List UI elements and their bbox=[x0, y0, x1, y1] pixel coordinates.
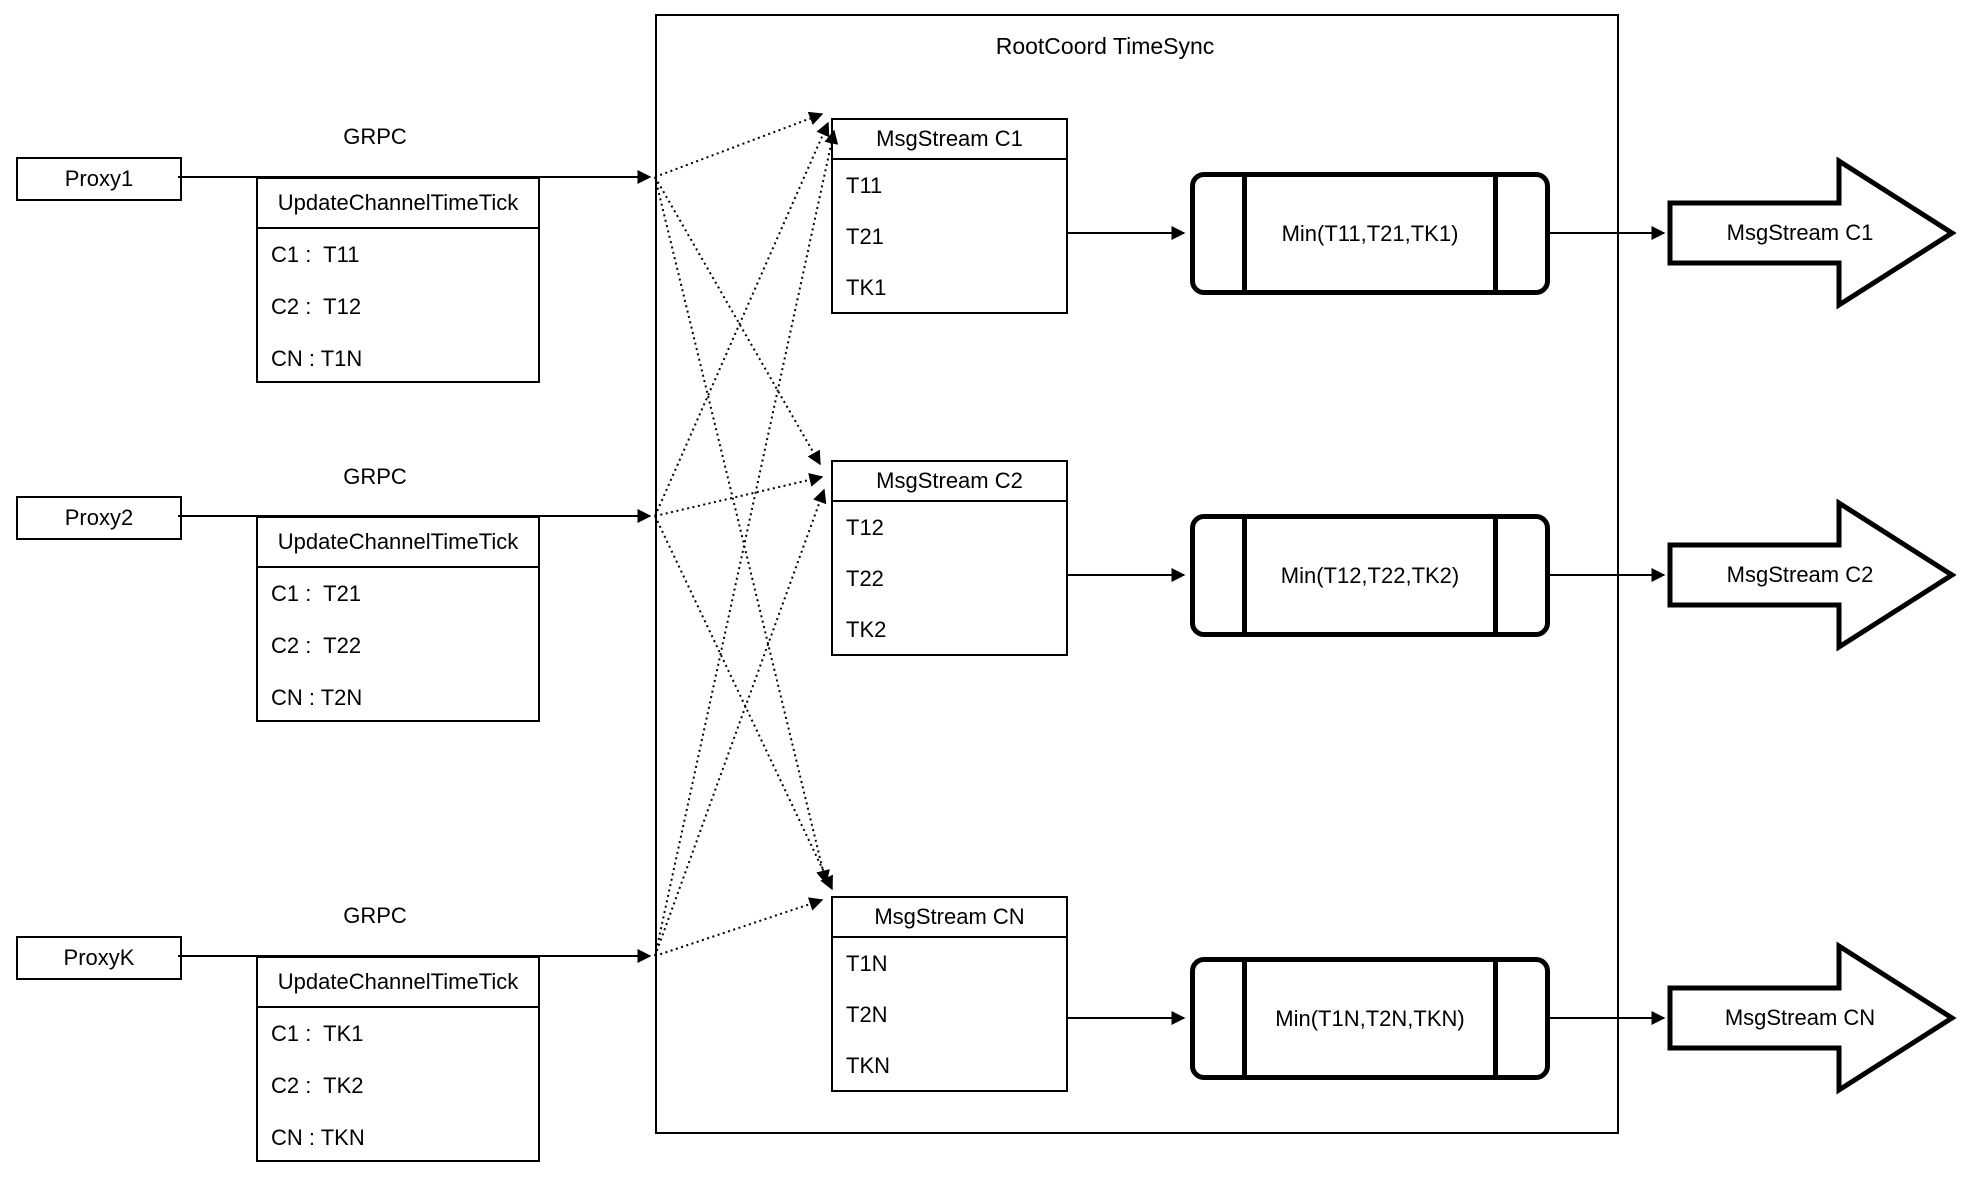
proxy2-label: Proxy2 bbox=[64, 505, 134, 530]
proxyk-table-row: CN : TKN bbox=[271, 1125, 365, 1150]
msgstream-c2-row: T22 bbox=[846, 565, 884, 591]
proxyk-table-row: C2 : TK2 bbox=[271, 1073, 364, 1098]
msgstream-c1-row: TK1 bbox=[846, 274, 887, 300]
output-arrow-label-cn: MsgStream CN bbox=[1724, 1005, 1876, 1030]
rootcoord-title: RootCoord TimeSync bbox=[995, 33, 1215, 59]
min-box-cn: Min(T1N,T2N,TKN) bbox=[1190, 957, 1550, 1080]
proxyk-label: ProxyK bbox=[63, 945, 135, 970]
proxy2-box: Proxy2 bbox=[16, 496, 182, 540]
proxy1-update-table: UpdateChannelTimeTick C1 : T11 C2 : T12 … bbox=[256, 177, 540, 383]
msgstream-c1-table: MsgStream C1 T11 T21 TK1 bbox=[831, 118, 1068, 314]
msgstream-c2-header: MsgStream C2 bbox=[833, 462, 1066, 502]
grpc-label-2: GRPC bbox=[343, 464, 407, 489]
min-divider bbox=[1242, 519, 1247, 632]
msgstream-c2-row: TK2 bbox=[846, 616, 887, 642]
min-divider bbox=[1493, 519, 1498, 632]
msgstream-c2-table: MsgStream C2 T12 T22 TK2 bbox=[831, 460, 1068, 656]
msgstream-cn-row: TKN bbox=[846, 1052, 890, 1078]
proxy1-box: Proxy1 bbox=[16, 157, 182, 201]
proxyk-update-table: UpdateChannelTimeTick C1 : TK1 C2 : TK2 … bbox=[256, 956, 540, 1162]
proxy1-table-row: CN : T1N bbox=[271, 346, 363, 371]
proxy1-table-header: UpdateChannelTimeTick bbox=[258, 179, 538, 229]
msgstream-cn-row: T2N bbox=[846, 1001, 888, 1027]
min-divider bbox=[1493, 177, 1498, 290]
msgstream-cn-row: T1N bbox=[846, 950, 888, 976]
msgstream-c1-row: T11 bbox=[846, 172, 883, 198]
proxyk-table-row: C1 : TK1 bbox=[271, 1021, 364, 1046]
proxy2-table-header: UpdateChannelTimeTick bbox=[258, 518, 538, 568]
min-box-c2: Min(T12,T22,TK2) bbox=[1190, 514, 1550, 637]
min-divider bbox=[1493, 962, 1498, 1075]
proxy1-table-row: C1 : T11 bbox=[271, 242, 360, 267]
proxy2-table-row: C1 : T21 bbox=[271, 581, 362, 606]
min-divider bbox=[1242, 177, 1247, 290]
output-arrow-label-c1: MsgStream C1 bbox=[1726, 220, 1874, 245]
min-label-c1: Min(T11,T21,TK1) bbox=[1281, 220, 1459, 246]
grpc-label-3: GRPC bbox=[343, 903, 407, 928]
msgstream-c1-row: T21 bbox=[846, 223, 884, 249]
proxy2-table-row: CN : T2N bbox=[271, 685, 363, 710]
min-box-c1: Min(T11,T21,TK1) bbox=[1190, 172, 1550, 295]
proxy1-label: Proxy1 bbox=[64, 166, 134, 191]
grpc-label-1: GRPC bbox=[343, 124, 407, 149]
proxy1-table-row: C2 : T12 bbox=[271, 294, 362, 319]
min-divider bbox=[1242, 962, 1247, 1075]
msgstream-c2-row: T12 bbox=[846, 514, 884, 540]
proxyk-box: ProxyK bbox=[16, 936, 182, 980]
proxyk-table-header: UpdateChannelTimeTick bbox=[258, 958, 538, 1008]
output-arrow-label-c2: MsgStream C2 bbox=[1726, 562, 1874, 587]
min-label-c2: Min(T12,T22,TK2) bbox=[1280, 562, 1460, 588]
min-label-cn: Min(T1N,T2N,TKN) bbox=[1275, 1005, 1465, 1031]
msgstream-cn-header: MsgStream CN bbox=[833, 898, 1066, 938]
msgstream-cn-table: MsgStream CN T1N T2N TKN bbox=[831, 896, 1068, 1092]
proxy2-table-row: C2 : T22 bbox=[271, 633, 362, 658]
proxy2-update-table: UpdateChannelTimeTick C1 : T21 C2 : T22 … bbox=[256, 516, 540, 722]
msgstream-c1-header: MsgStream C1 bbox=[833, 120, 1066, 160]
